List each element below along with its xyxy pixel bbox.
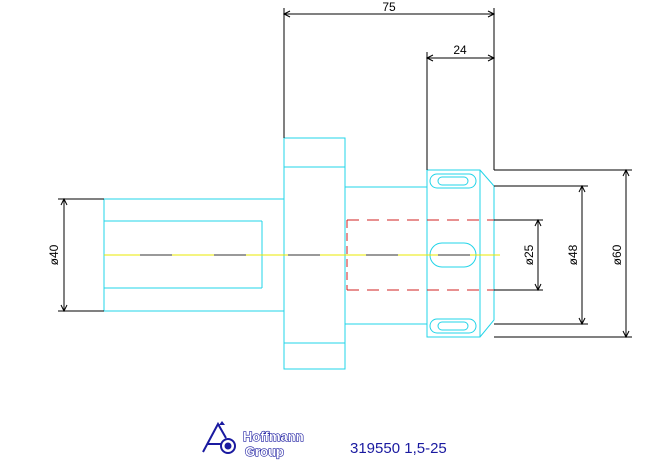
- slot-top-inner: [437, 176, 469, 186]
- collet-nut: [426, 169, 495, 338]
- dim-shank-diameter: ø40: [47, 244, 61, 265]
- dimension-lines: [58, 8, 632, 339]
- dim-overall-length: 75: [382, 0, 396, 14]
- dim-collet-length: 24: [453, 43, 467, 57]
- flange: [283, 137, 346, 370]
- slot-bottom: [429, 318, 477, 334]
- logo-mark-icon: [202, 421, 236, 454]
- part-outline: [103, 137, 495, 370]
- dim-nut-inner-diameter: ø48: [566, 244, 580, 265]
- hoffmann-logo: Hoffmann Group: [202, 421, 304, 460]
- logo-text-line1: Hoffmann: [243, 429, 304, 444]
- dim-nut-outer-diameter: ø60: [610, 244, 624, 265]
- dim-bore-diameter: ø25: [522, 244, 536, 265]
- part-number: 319550 1,5-25: [350, 440, 447, 457]
- slot-top: [429, 173, 477, 189]
- hidden-bore: [346, 219, 494, 291]
- slot-bottom-inner: [437, 321, 469, 331]
- logo-text-line2: Group: [245, 444, 284, 459]
